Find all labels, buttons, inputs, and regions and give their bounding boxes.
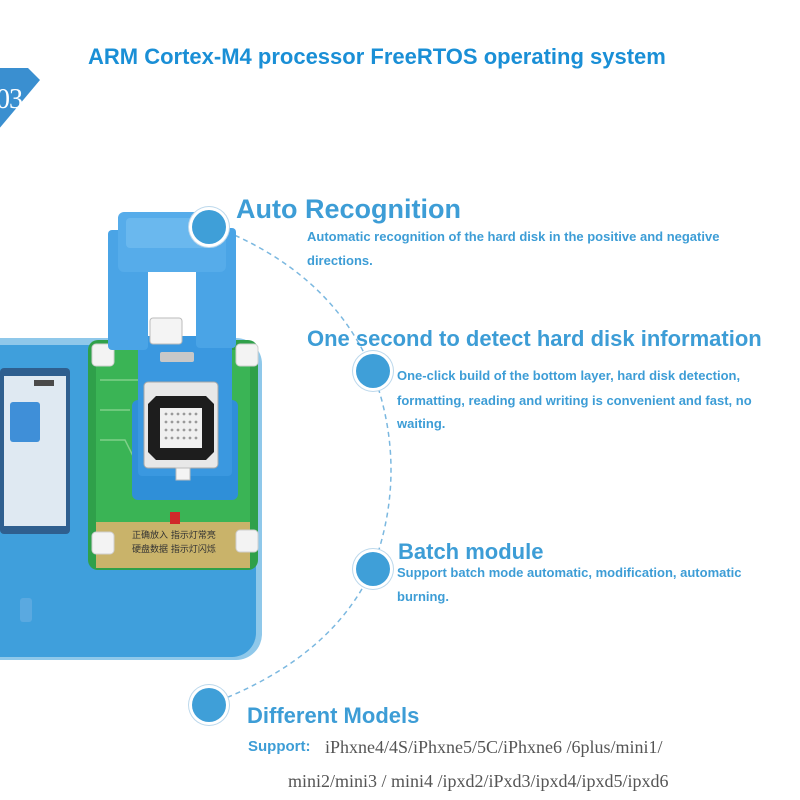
page-title: ARM Cortex-M4 processor FreeRTOS operati…	[88, 44, 666, 69]
supported-models-line: iPhxne4/4S/iPhxne5/5C/iPhxne6 /6plus/min…	[325, 737, 663, 757]
feature-description-line: directions.	[307, 253, 373, 268]
feature-description-line: burning.	[397, 589, 449, 604]
support-label: Support:	[248, 738, 311, 755]
board-label-1: 正确放入 指示灯常亮	[132, 531, 216, 541]
feature-bullet-icon	[356, 354, 390, 388]
board-label-2: 硬盘数据 指示灯闪烁	[132, 545, 216, 555]
feature-bullet-icon	[192, 688, 226, 722]
feature-title-different-models: Different Models	[247, 703, 420, 728]
feature-bullet-icon	[192, 210, 226, 244]
section-badge	[0, 68, 40, 128]
feature-title-batch-module: Batch module	[398, 539, 544, 564]
feature-description-line: Automatic recognition of the hard disk i…	[307, 229, 720, 244]
section-number: 03	[0, 84, 23, 115]
feature-description-line: formatting, reading and writing is conve…	[397, 393, 752, 408]
feature-description-line: Support batch mode automatic, modificati…	[397, 565, 742, 580]
feature-description-line: One-click build of the bottom layer, har…	[397, 368, 741, 383]
feature-title-one-second: One second to detect hard disk informati…	[307, 326, 762, 351]
supported-models-line: mini2/mini3 / mini4 /ipxd2/iPxd3/ipxd4/i…	[288, 771, 669, 791]
feature-description-line: waiting.	[397, 416, 446, 431]
feature-bullet-icon	[356, 552, 390, 586]
feature-title-auto-recognition: Auto Recognition	[236, 194, 461, 224]
